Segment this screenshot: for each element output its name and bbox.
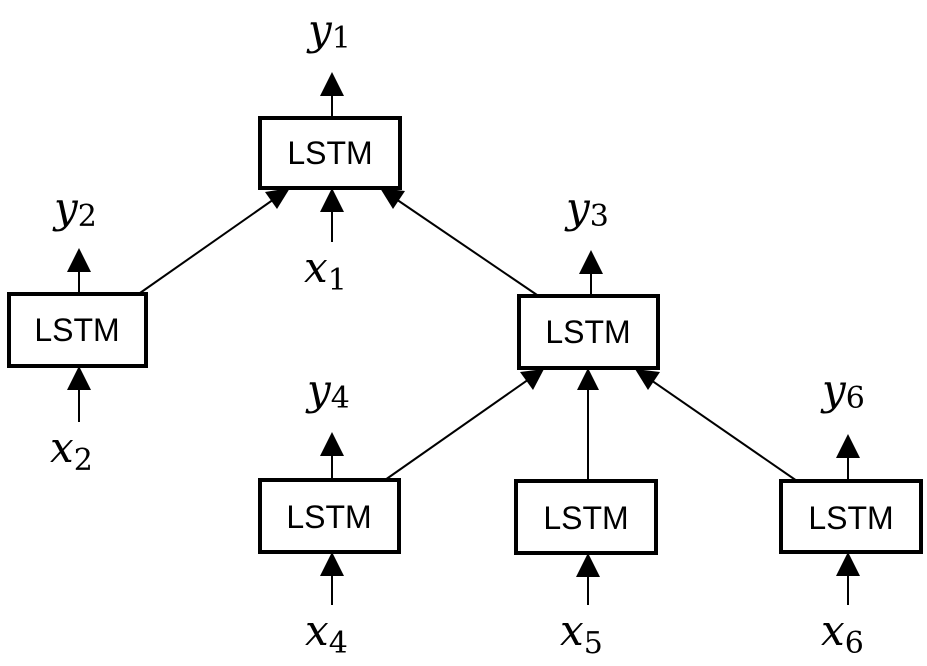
node-label: LSTM [286, 499, 371, 535]
output-label-y4: y4 [305, 365, 350, 416]
arrowhead-n3-to-root [380, 188, 405, 209]
lstm-node-n2: LSTM [7, 292, 148, 368]
node-label: LSTM [543, 500, 628, 536]
output-arrowhead-root [320, 72, 344, 96]
output-arrowhead-n3 [579, 250, 603, 274]
input-label-x5: x5 [560, 606, 603, 661]
input-arrowhead-n2 [67, 366, 91, 390]
node-label: LSTM [545, 314, 630, 350]
input-label-x1: x1 [304, 243, 347, 298]
input-label-x4: x4 [305, 606, 348, 661]
output-label-y6: y6 [820, 365, 865, 416]
edge-n6-to-n3 [647, 377, 798, 482]
output-label-y2: y2 [52, 183, 97, 234]
lstm-node-n6: LSTM [779, 479, 923, 554]
node-label: LSTM [808, 500, 893, 536]
arrowhead-n2-to-root [265, 188, 290, 209]
lstm-node-n3: LSTM [517, 294, 660, 370]
edge-n2-to-root [139, 196, 278, 294]
output-label-y1: y1 [306, 5, 351, 56]
input-arrowhead-n4 [320, 552, 344, 576]
lstm-node-n4: LSTM [258, 478, 401, 554]
edge-n4-to-n3 [384, 376, 533, 481]
output-arrowhead-n6 [836, 434, 860, 458]
arrowhead-n4-to-n3 [520, 369, 544, 390]
output-arrowhead-n2 [67, 248, 91, 272]
lstm-node-n5: LSTM [514, 479, 658, 555]
arrowhead-n5-to-n3 [577, 368, 599, 390]
input-label-x6: x6 [821, 606, 864, 661]
input-label-x2: x2 [50, 423, 93, 478]
arrowhead-n6-to-n3 [635, 369, 660, 390]
node-label: LSTM [287, 135, 372, 171]
input-arrowhead-n5 [576, 553, 600, 577]
edge-n3-to-root [392, 196, 541, 298]
output-arrowhead-n4 [320, 432, 344, 456]
input-arrowhead-root [320, 188, 344, 212]
lstm-node-root: LSTM [258, 116, 402, 190]
node-label: LSTM [34, 312, 119, 348]
input-arrowhead-n6 [836, 552, 860, 576]
output-label-y3: y3 [564, 183, 609, 234]
